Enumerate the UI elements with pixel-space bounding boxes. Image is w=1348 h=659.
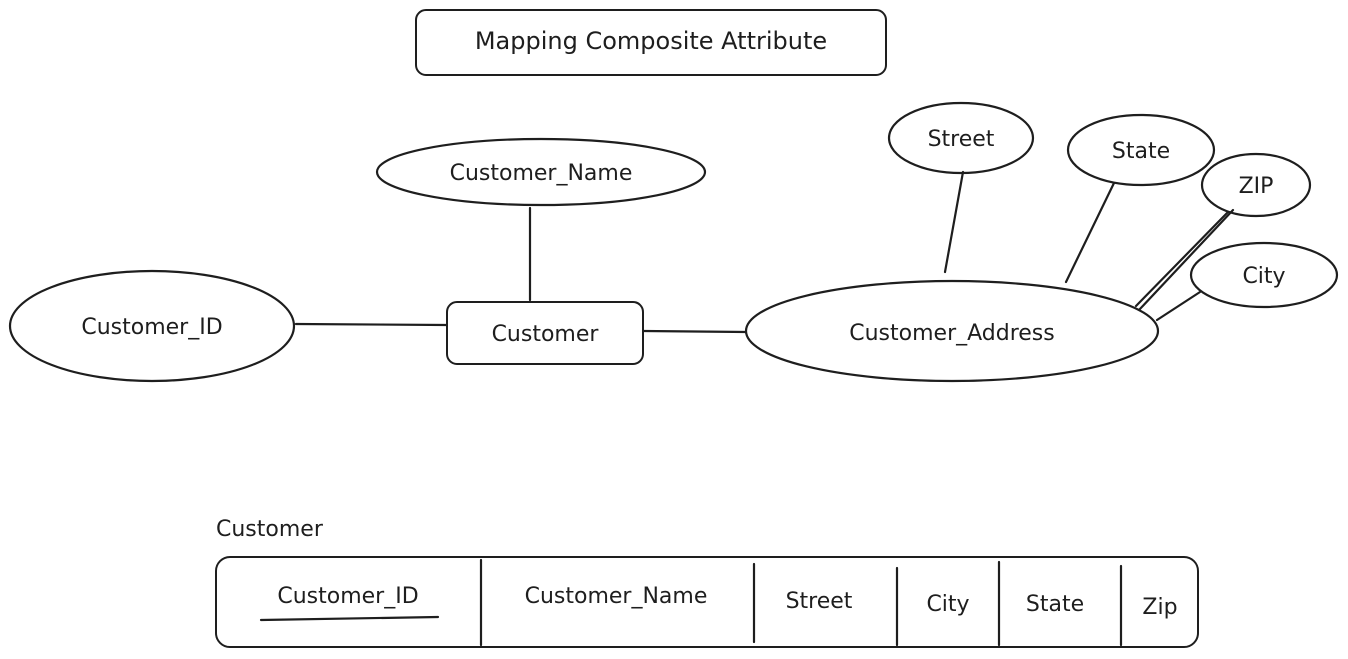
customer-name-ellipse (375, 137, 707, 207)
city-ellipse (1189, 241, 1339, 309)
table-frame (215, 556, 1199, 648)
customer-id-ellipse (8, 269, 296, 383)
street-ellipse (887, 101, 1035, 175)
customer-name-label: Customer_Name (450, 161, 633, 186)
title-box-frame (415, 9, 887, 76)
zip-ellipse (1200, 152, 1312, 218)
attribute-customer-id: Customer_ID (8, 269, 296, 383)
state-label: State (1112, 139, 1170, 164)
connector-street-address (943, 170, 965, 274)
connector-entity-address (642, 329, 748, 334)
relation-table: Customer Customer_ID Customer_Name Stree… (215, 517, 1199, 648)
table-column-header: City (926, 592, 969, 617)
customer-address-label: Customer_Address (849, 321, 1054, 346)
city-label: City (1242, 264, 1285, 289)
connector-state-address (1064, 181, 1116, 284)
diagram-title: Mapping Composite Attribute (475, 27, 827, 55)
customer-address-ellipse (744, 279, 1160, 383)
attribute-customer-address: Customer_Address (744, 279, 1160, 383)
attribute-zip: ZIP (1200, 152, 1312, 218)
connector-id-entity (294, 322, 448, 327)
table-name: Customer (216, 517, 324, 542)
primary-key-underline (259, 615, 440, 622)
attribute-city: City (1189, 241, 1339, 309)
table-column-header: Customer_ID (277, 584, 418, 609)
connector-zip-address (1134, 210, 1230, 308)
table-column-header: Street (786, 589, 853, 614)
attribute-street: Street (887, 101, 1035, 175)
state-ellipse (1066, 113, 1216, 187)
title-box: Mapping Composite Attribute (415, 9, 887, 76)
customer-id-label: Customer_ID (81, 315, 222, 340)
table-column-header: Zip (1142, 595, 1177, 620)
entity-customer-label: Customer (492, 322, 600, 347)
connector-city-address (1155, 290, 1202, 322)
table-column-header: State (1026, 592, 1084, 617)
zip-label: ZIP (1239, 174, 1274, 199)
attribute-state: State (1066, 113, 1216, 187)
attribute-customer-name: Customer_Name (375, 137, 707, 207)
entity-customer-box (446, 301, 644, 365)
entity-customer: Customer (446, 301, 644, 365)
connectors (294, 170, 1235, 334)
street-label: Street (928, 127, 995, 152)
connector-zip-address-second-stroke (1137, 208, 1235, 312)
table-column-header: Customer_Name (525, 584, 708, 609)
